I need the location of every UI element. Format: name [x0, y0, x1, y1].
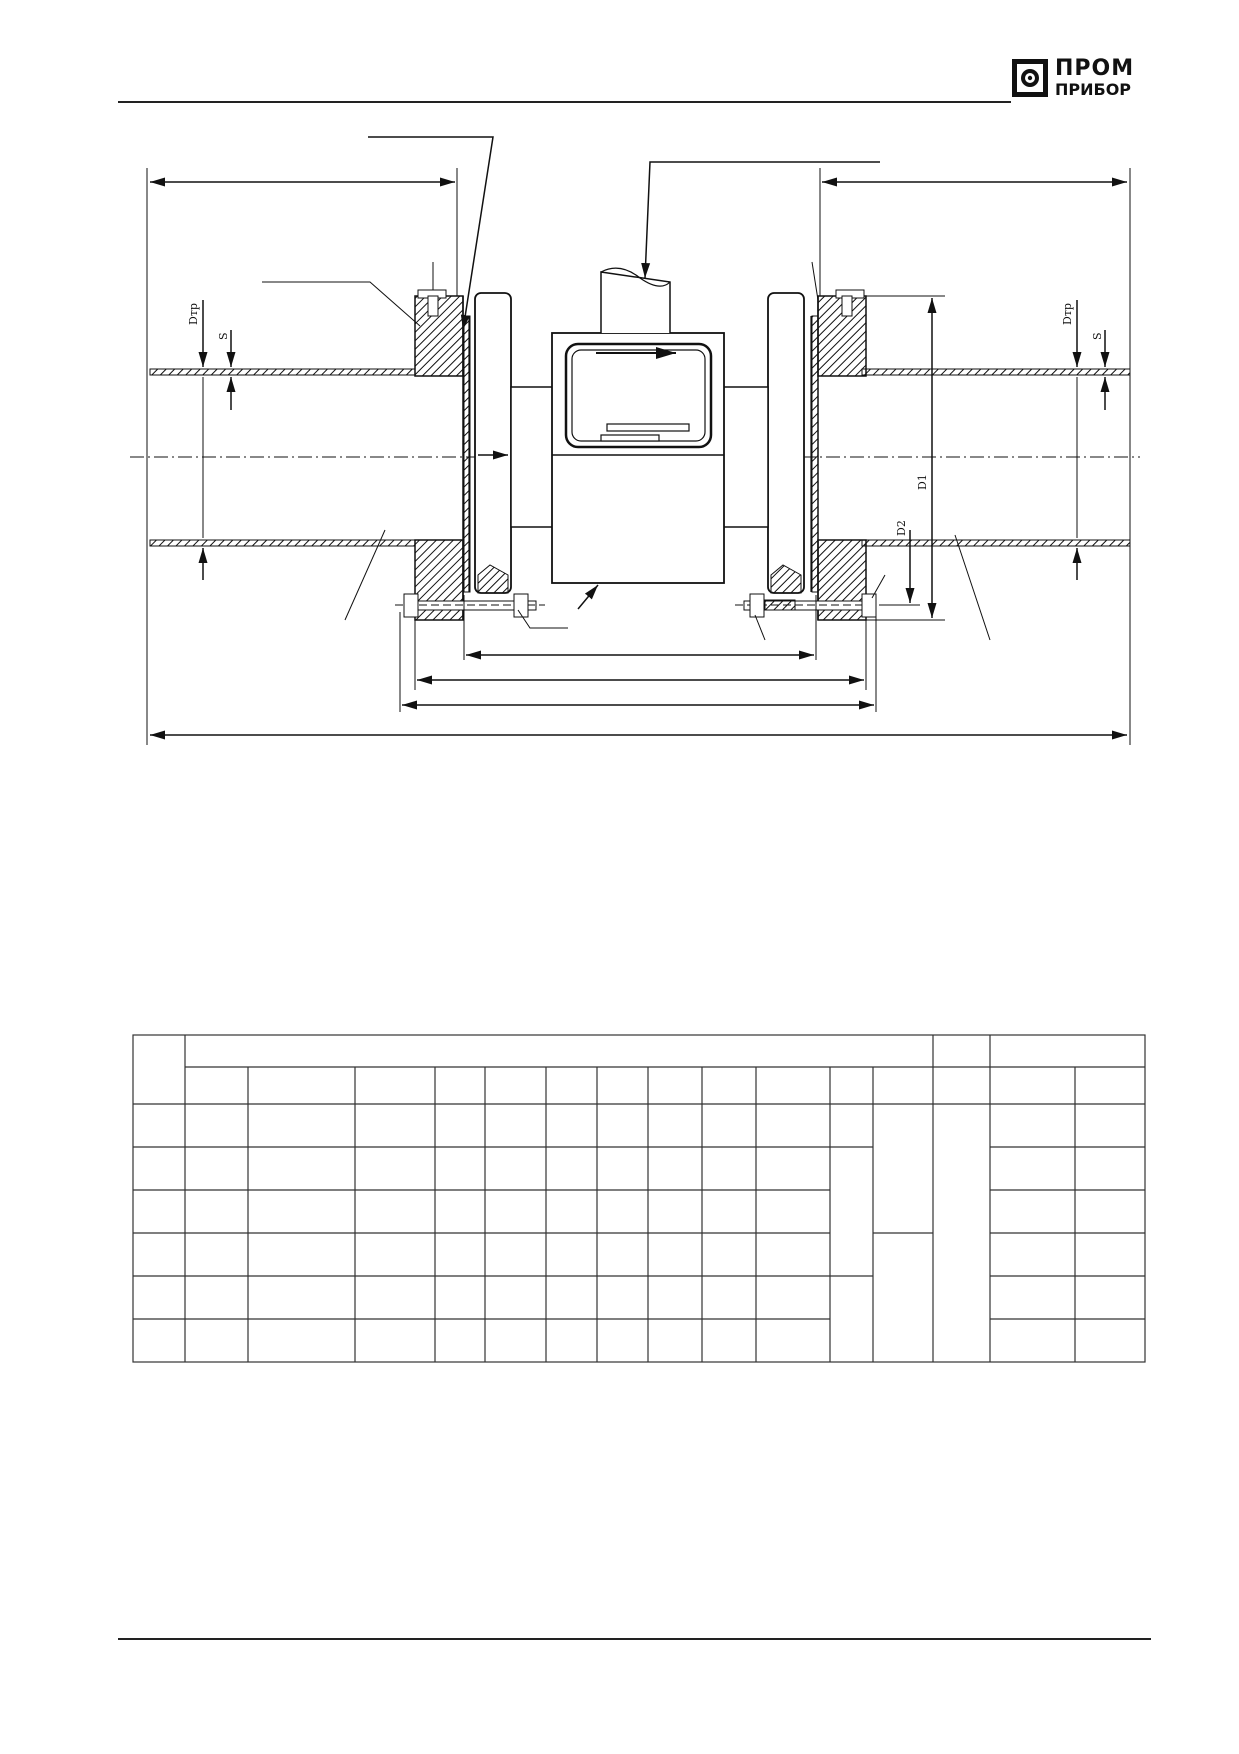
label-dtr-left: Dтр [187, 303, 200, 325]
company-logo: ПРОМ ПРИБОР [1011, 56, 1141, 102]
left-pipe-wall-bottom [149, 539, 416, 547]
label-s-right: S [1091, 332, 1104, 340]
leader-meter-body [577, 584, 599, 610]
header-rule [118, 101, 1011, 103]
leader-flange [262, 281, 421, 327]
right-pipe-wall-top [861, 368, 1131, 376]
left-flange-top [414, 295, 464, 377]
flowmeter-installation-drawing: Dтр S Dтр S D1 D2 [130, 136, 1140, 745]
leader-right-bolt [754, 614, 766, 641]
leader-cable [641, 161, 880, 279]
leader-pipe-left [344, 529, 386, 621]
leader-right-nut [871, 574, 886, 599]
logo-text-line1: ПРОМ [1055, 56, 1135, 81]
right-pipe-wall-bottom [861, 539, 1131, 547]
label-s-left: S [217, 332, 230, 340]
logo-mark-icon [1012, 59, 1048, 97]
label-d2: D2 [895, 520, 908, 536]
leader-left-bolt [517, 609, 568, 629]
label-d1: D1 [916, 474, 929, 490]
leader-pipe-right [954, 534, 991, 641]
dimensions-table [132, 1034, 1146, 1363]
leader-right-gasket [811, 261, 819, 301]
footer-rule [118, 1638, 1151, 1640]
leader-gasket [368, 136, 494, 331]
meter-display [564, 342, 713, 449]
logo-text-line2: ПРИБОР [1055, 80, 1132, 99]
label-dtr-right: Dтр [1061, 303, 1074, 325]
right-gasket [811, 315, 819, 593]
meter-neck [600, 271, 671, 333]
meter-left-flange [474, 292, 512, 594]
meter-right-flange [767, 292, 805, 594]
left-pipe-wall-top [149, 368, 416, 376]
